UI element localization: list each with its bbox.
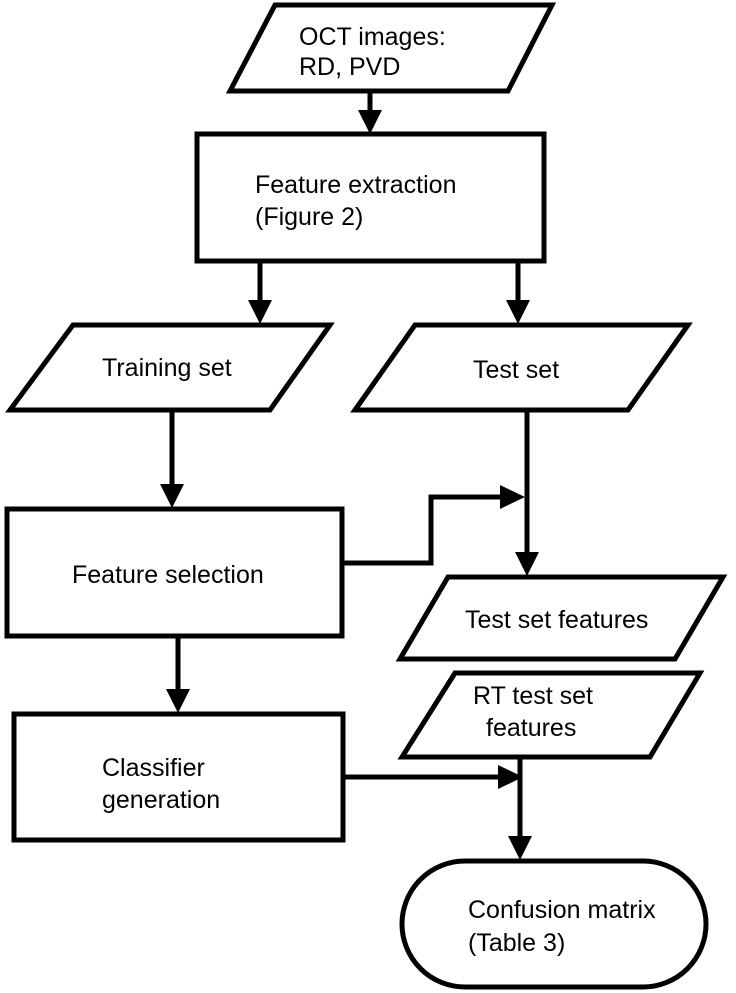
- confusion-matrix-shape: [399, 858, 709, 990]
- confusion-matrix-line1: Confusion matrix: [468, 896, 656, 924]
- feature-extraction-line1: Feature extraction: [255, 171, 457, 199]
- test-set-features-shape: [395, 574, 728, 662]
- rt-test-set-features-shape: [397, 670, 705, 760]
- rt-test-set-features-line2: features: [486, 714, 576, 742]
- node-oct-images: OCT images: RD, PVD: [225, 2, 557, 94]
- feature-extraction-shape: [194, 131, 547, 264]
- test-set-label: Test set: [473, 356, 559, 384]
- node-test-set: Test set: [350, 322, 693, 413]
- node-feature-extraction: Feature extraction (Figure 2): [194, 131, 547, 264]
- arrowhead-join-selection: [500, 485, 525, 509]
- training-set-shape: [5, 322, 335, 413]
- node-test-set-features: Test set features: [395, 574, 728, 662]
- oct-images-line2: RD, PVD: [299, 53, 400, 81]
- feature-selection-shape: [4, 506, 345, 639]
- arrowhead-join-classifier: [498, 765, 523, 789]
- oct-images-line1: OCT images:: [299, 23, 446, 51]
- node-training-set: Training set: [5, 322, 335, 413]
- node-feature-selection: Feature selection: [4, 506, 345, 639]
- classifier-generation-shape: [11, 711, 346, 843]
- arrowhead-test: [506, 300, 530, 324]
- edge-selection-to-test-line: [342, 494, 502, 566]
- oct-images-shape: [225, 2, 557, 94]
- feature-extraction-line2: (Figure 2): [255, 203, 363, 231]
- classifier-generation-line1: Classifier: [102, 754, 205, 782]
- arrowhead-test-features: [515, 552, 539, 576]
- node-classifier-generation: Classifier generation: [11, 711, 346, 843]
- confusion-matrix-line2: (Table 3): [468, 929, 565, 957]
- node-confusion-matrix: Confusion matrix (Table 3): [399, 858, 709, 990]
- classifier-generation-line2: generation: [102, 786, 220, 814]
- arrowhead-extraction: [358, 110, 382, 134]
- arrowhead-training: [248, 300, 272, 324]
- test-set-features-label: Test set features: [465, 606, 648, 634]
- rt-test-set-features-line1: RT test set: [473, 682, 593, 710]
- node-rt-test-set-features: RT test set features: [397, 670, 705, 760]
- arrowhead-confusion: [508, 836, 532, 860]
- arrowhead-selection: [160, 484, 184, 508]
- test-set-shape: [350, 322, 693, 413]
- training-set-label: Training set: [102, 354, 232, 382]
- connectors: [160, 91, 539, 860]
- arrowhead-classifier: [166, 689, 190, 713]
- feature-selection-label: Feature selection: [72, 561, 264, 589]
